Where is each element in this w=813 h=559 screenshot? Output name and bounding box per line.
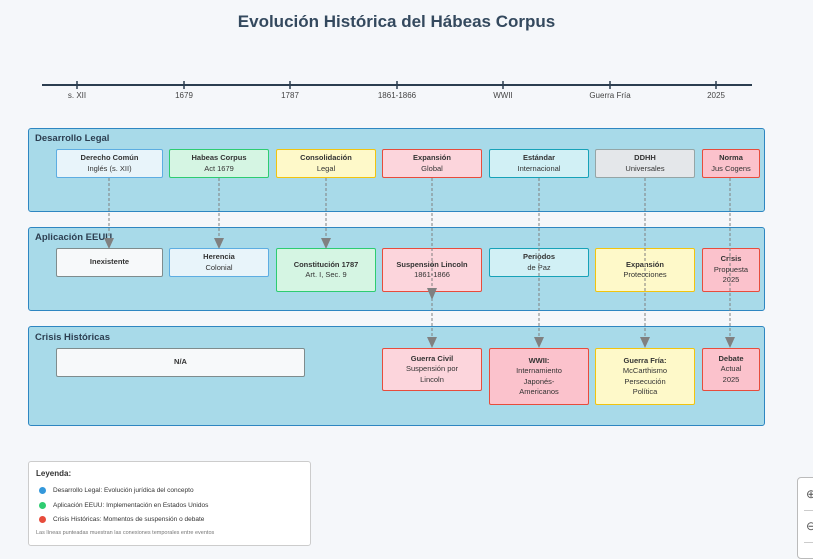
legend-item-crisis: Crisis Históricas: Momentos de suspensió…: [39, 516, 204, 523]
diagram-title: Evolución Histórica del Hábeas Corpus: [237, 12, 556, 31]
zoom-controls[interactable]: ⊕ ⊖: [797, 477, 813, 559]
timeline-tick-label: 1787: [281, 91, 299, 100]
zoom-in-icon[interactable]: ⊕: [806, 487, 813, 501]
legend: Leyenda: Desarrollo Legal: Evolución jur…: [28, 461, 311, 546]
legend-item-usa: Aplicación EEUU: Implementación en Estad…: [39, 502, 208, 509]
usa-box-inexistente: Inexistente: [56, 248, 163, 277]
legend-dot-icon: [39, 516, 46, 523]
timeline-tick-label: 1679: [175, 91, 193, 100]
lane-legal-title: Desarrollo Legal: [35, 133, 110, 144]
crisis-box-na: N/A: [56, 348, 305, 377]
zoom-out-icon[interactable]: ⊖: [806, 519, 813, 533]
legend-dot-icon: [39, 502, 46, 509]
lane-usa-title: Aplicación EEUU: [35, 232, 113, 243]
legend-dot-icon: [39, 487, 46, 494]
legend-item-legal: Desarrollo Legal: Evolución jurídica del…: [39, 487, 194, 494]
timeline-tick-label: Guerra Fría: [589, 91, 631, 100]
legend-title: Leyenda:: [36, 469, 72, 478]
timeline-tick-label: WWII: [493, 91, 513, 100]
legend-note: Las líneas punteadas muestran las conexi…: [36, 530, 215, 536]
timeline-tick-label: s. XII: [67, 91, 87, 100]
lane-crisis-title: Crisis Históricas: [35, 332, 110, 343]
timeline-tick-label: 1861-1866: [377, 91, 417, 100]
timeline-tick-label: 2025: [707, 91, 725, 100]
